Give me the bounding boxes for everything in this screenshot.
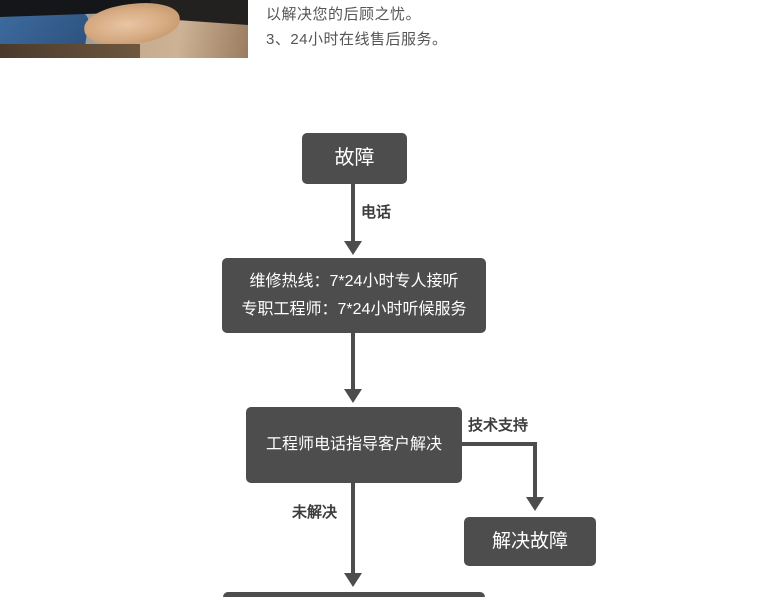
flow-node-hotline: 维修热线：7*24小时专人接听 专职工程师：7*24小时听候服务 xyxy=(222,258,486,333)
photo-desk xyxy=(0,44,140,58)
handshake-photo xyxy=(0,0,248,58)
arrow-down-icon xyxy=(344,389,362,403)
arrow-down-icon xyxy=(344,241,362,255)
flow-arrow-line-engineer-down xyxy=(351,483,355,574)
flow-arrow-line-down-to-resolved xyxy=(533,442,537,498)
intro-text-line-2: 3、24小时在线售后服务。 xyxy=(266,31,448,48)
arrow-down-icon xyxy=(344,573,362,587)
flow-arrow-line-fault-to-hotline xyxy=(351,184,355,242)
flow-node-hotline-line-2: 专职工程师：7*24小时听候服务 xyxy=(241,300,467,318)
flow-node-fault-label: 故障 xyxy=(334,147,375,169)
flow-node-engineer-label: 工程师电话指导客户解决 xyxy=(265,436,442,453)
arrow-down-icon xyxy=(526,497,544,511)
flow-node-resolved-label: 解决故障 xyxy=(491,530,568,552)
flow-node-hotline-line-1: 维修热线：7*24小时专人接听 xyxy=(249,272,459,290)
intro-text-line-1: 以解决您的后顾之忧。 xyxy=(266,6,422,23)
flow-label-tech-support: 技术支持 xyxy=(468,417,529,434)
flow-node-resolved: 解决故障 xyxy=(464,517,596,566)
flow-node-fault: 故障 xyxy=(302,133,407,184)
flow-arrow-line-hotline-to-engineer xyxy=(351,333,355,390)
flow-node-engineer: 工程师电话指导客户解决 xyxy=(246,407,462,483)
flow-label-phone: 电话 xyxy=(361,204,392,221)
flow-node-bottom-partial xyxy=(223,592,485,597)
flow-label-unresolved: 未解决 xyxy=(292,504,338,521)
flow-arrow-line-engineer-right xyxy=(462,442,537,446)
